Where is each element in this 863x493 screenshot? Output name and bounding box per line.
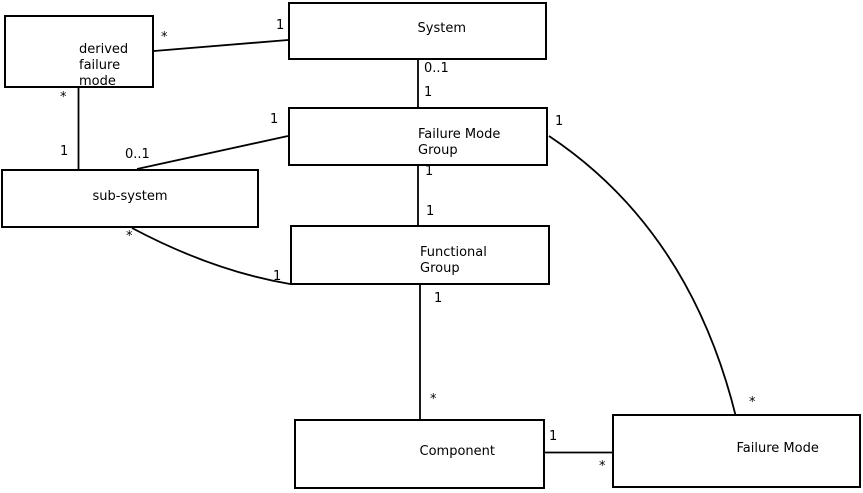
node-failure-mode: Failure Mode (612, 414, 861, 488)
multiplicity-component-failuremode-near-component: 1 (549, 429, 558, 444)
edge-sub-system-functional-group (131, 227, 291, 285)
node-sub-system: sub-system (1, 169, 259, 228)
multiplicity-fmg-subsystem-near-fmg: 1 (270, 112, 279, 127)
node-label-system: System (417, 21, 466, 36)
multiplicity-dfm-subsystem-near-subsystem: 1 (60, 144, 69, 159)
multiplicity-subsystem-fg-near-fg: 1 (273, 269, 282, 284)
node-failure-mode-group: Failure Mode Group (288, 107, 548, 166)
multiplicity-fmg-fg-near-fmg: 1 (425, 164, 434, 179)
node-functional-group: Functional Group (290, 225, 550, 285)
node-derived-failure-mode: derived failure mode (4, 15, 154, 89)
multiplicity-fmg-subsystem-near-subsystem: 0..1 (125, 147, 150, 162)
node-label-sub-system: sub-system (92, 188, 168, 204)
multiplicity-subsystem-fg-near-subsystem: * (126, 229, 133, 244)
edge-derived-failure-mode-system (153, 39, 289, 52)
edge-failure-mode-group-failure-mode (548, 135, 737, 418)
node-label-failure-mode: Failure Mode (736, 441, 819, 456)
node-label-derived-failure-mode: derived failure mode (79, 41, 129, 89)
multiplicity-fmg-failuremode-near-failuremode: * (749, 395, 756, 410)
multiplicity-fmg-fg-near-fg: 1 (426, 204, 435, 219)
multiplicity-dfm-system-near-system: 1 (276, 18, 285, 33)
multiplicity-fg-component-near-fg: 1 (434, 291, 443, 306)
multiplicity-dfm-subsystem-near-dfm: * (60, 90, 67, 105)
multiplicity-fmg-failuremode-near-fmg: 1 (555, 114, 564, 129)
node-component: Component (294, 419, 545, 489)
node-label-failure-mode-group: Failure Mode Group (418, 126, 501, 158)
node-label-functional-group: Functional Group (420, 245, 487, 276)
node-system: System (288, 2, 547, 60)
multiplicity-dfm-system-near-dfm: * (161, 30, 168, 45)
multiplicity-component-failuremode-near-failuremode: * (599, 459, 606, 474)
multiplicity-system-fmg-near-system: 0..1 (424, 61, 449, 76)
multiplicity-system-fmg-near-fmg: 1 (424, 85, 433, 100)
node-label-component: Component (419, 444, 495, 459)
multiplicity-fg-component-near-component: * (430, 392, 437, 407)
edge-failure-mode-group-sub-system (136, 135, 289, 170)
